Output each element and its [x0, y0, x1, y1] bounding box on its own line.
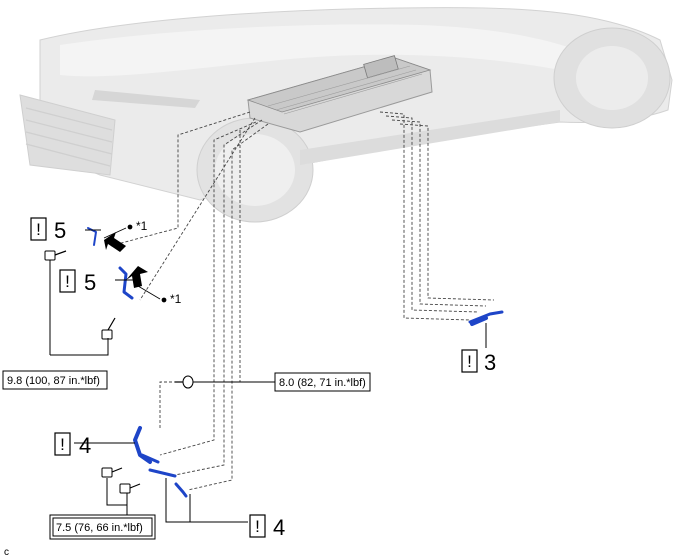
- arrow-upper: [104, 232, 126, 252]
- bolts: [44, 250, 194, 494]
- note-leaders: [103, 224, 167, 303]
- torque-value: 9.8 (100, 87 in.*lbf): [7, 375, 100, 387]
- callout-number: 5: [84, 270, 96, 295]
- bolt-75-lower: [119, 483, 141, 494]
- callout-number: 4: [273, 515, 285, 540]
- note-label-lower: *1: [170, 292, 182, 306]
- warning-icon: !: [36, 220, 41, 239]
- bolt-75-upper: [101, 467, 123, 478]
- battery-pack: [246, 55, 433, 133]
- torque-leaders: [49, 229, 487, 523]
- warning-icon: !: [255, 517, 260, 536]
- torque-value: 7.5 (76, 66 in.*lbf): [56, 522, 143, 534]
- bolt-middle: [101, 317, 116, 340]
- callout-number: 4: [79, 433, 91, 458]
- note-label-upper: *1: [136, 219, 148, 233]
- warning-icon: !: [60, 435, 65, 454]
- dashed-leaders: [109, 111, 495, 491]
- callout-5-upper: ! 5: [30, 217, 66, 243]
- corner-mark: c: [4, 547, 9, 558]
- torque-box-8-0: 8.0 (82, 71 in.*lbf): [274, 372, 371, 392]
- callout-4-right: ! 4: [249, 514, 285, 540]
- callout-number: 5: [54, 218, 66, 243]
- warning-icon: !: [65, 272, 70, 291]
- bolt-80: [175, 375, 194, 389]
- warning-icon: !: [467, 352, 472, 371]
- callout-4-left: ! 4: [54, 432, 91, 458]
- vehicle-body: [19, 7, 673, 223]
- bolt-upper: [44, 250, 67, 261]
- blue-parts: [87, 227, 504, 498]
- torque-box-9-8: 9.8 (100, 87 in.*lbf): [2, 370, 108, 390]
- direction-arrows: [104, 232, 148, 288]
- callout-number: 3: [484, 350, 496, 375]
- arrow-lower: [126, 266, 148, 288]
- torque-box-7-5: 7.5 (76, 66 in.*lbf): [49, 514, 156, 540]
- callout-3: ! 3: [461, 349, 496, 375]
- torque-value: 8.0 (82, 71 in.*lbf): [279, 377, 366, 389]
- callout-5-lower: ! 5: [59, 269, 96, 295]
